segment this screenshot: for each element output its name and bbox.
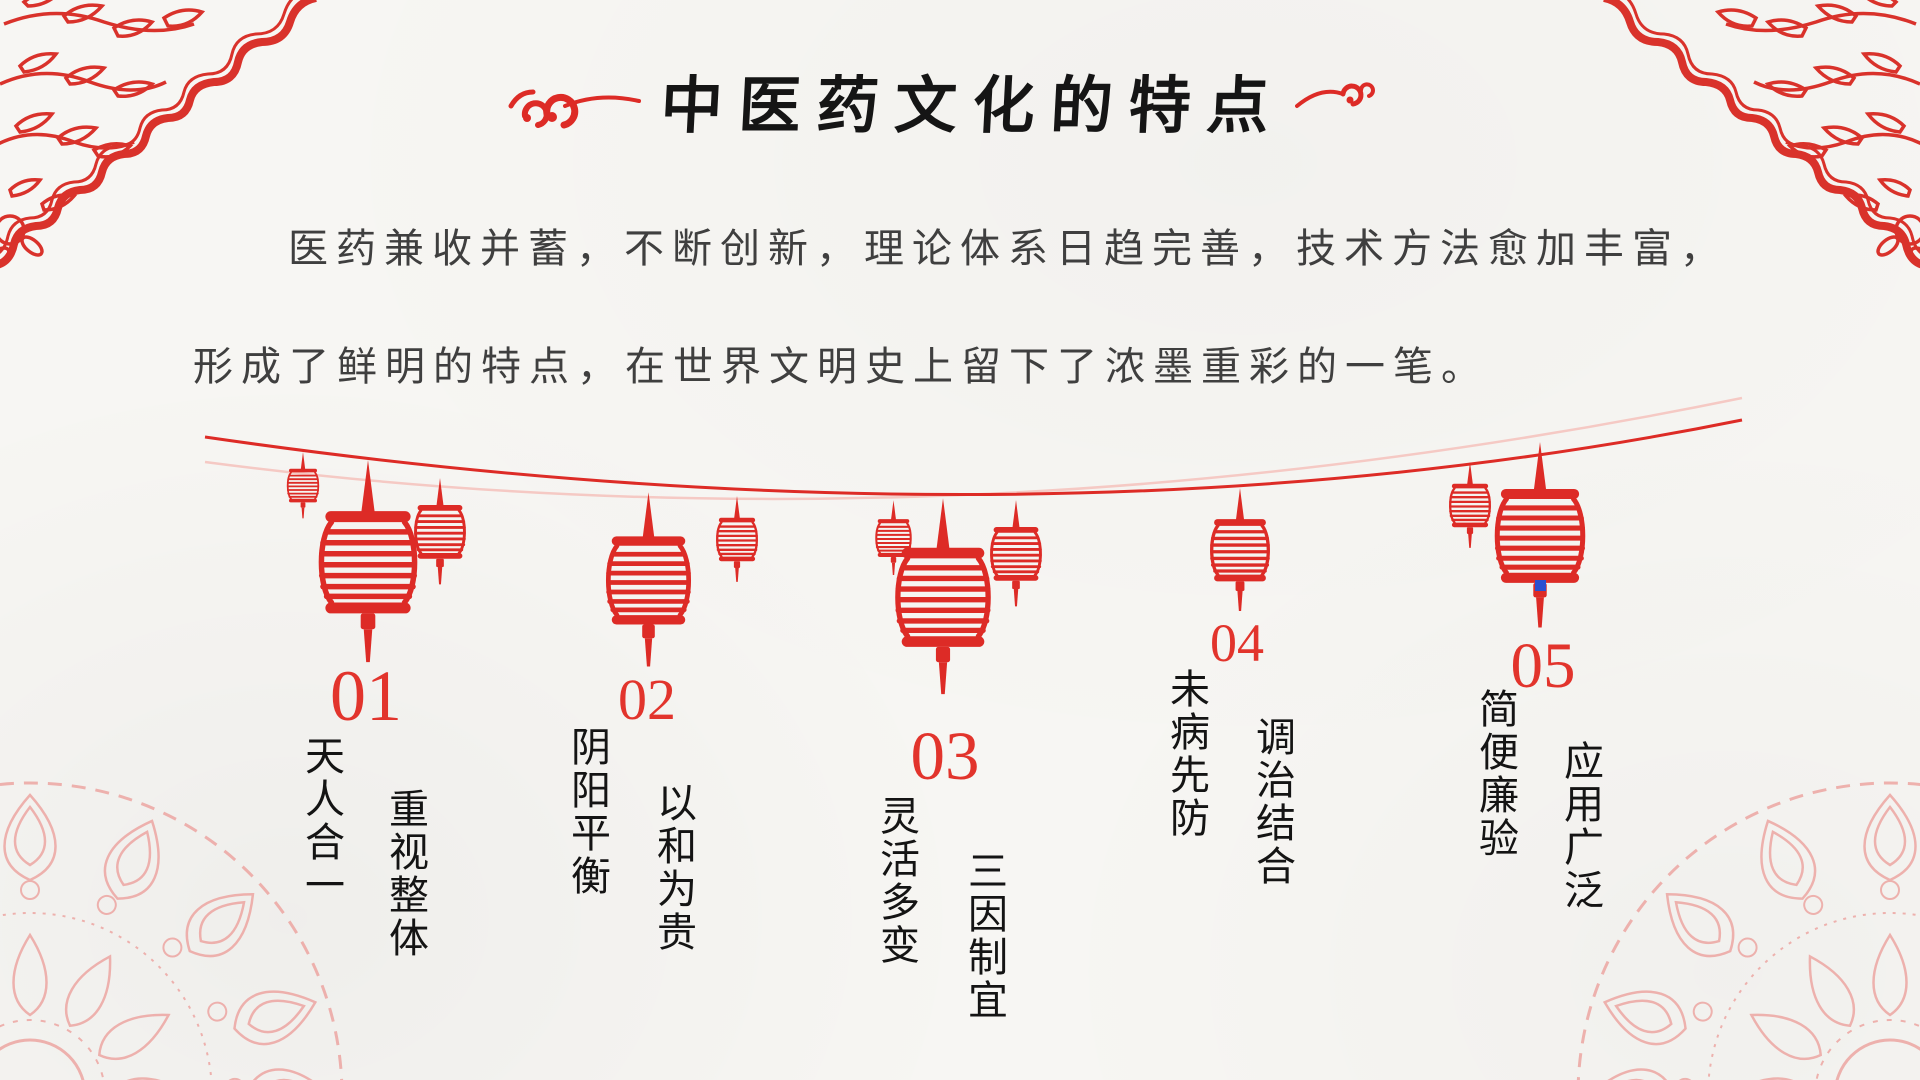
lantern-icon (321, 460, 414, 662)
body-text-line-1: 医药兼收并蓄，不断创新，理论体系日趋完善，技术方法愈加丰富， (288, 226, 1728, 271)
cloud-swirl-icon (508, 89, 641, 129)
item-phrase: 简便廉验 (1473, 688, 1518, 860)
lantern-icon (608, 492, 688, 666)
lantern-icon (990, 500, 1042, 608)
lantern-icon (286, 452, 320, 520)
string-line-red (204, 418, 1743, 497)
item-phrase: 三因制宜 (962, 850, 1007, 1022)
item-phrase: 未病先防 (1164, 668, 1209, 840)
cloud-swirl-icon (1295, 82, 1375, 108)
page-title: 中医药文化的特点 (658, 73, 1287, 141)
body-text-line-2: 形成了鲜明的特点，在世界文明史上留下了浓墨重彩的一笔。 (193, 344, 1489, 389)
item-number: 05 (1510, 630, 1576, 702)
item-phrase: 阴阳平衡 (565, 726, 610, 898)
mandala-icon (1576, 781, 1920, 1080)
lantern-icon (1210, 488, 1270, 613)
lantern-icon (898, 498, 988, 694)
item-number: 04 (1210, 613, 1264, 673)
item-phrase: 调治结合 (1250, 716, 1295, 888)
item-phrase: 天人合一 (299, 735, 344, 907)
item-phrase: 重视整体 (383, 788, 428, 960)
item-phrase: 灵活多变 (874, 795, 919, 967)
string-line-pink (204, 396, 1743, 501)
item-number: 02 (618, 667, 676, 732)
lantern-icon (875, 500, 912, 576)
lantern-icon (716, 496, 758, 584)
blue-square-detail (1535, 580, 1546, 591)
item-phrase: 应用广泛 (1558, 740, 1603, 912)
item-phrase: 以和为贵 (651, 782, 696, 954)
title-row: 中医药文化的特点 (0, 50, 1902, 150)
item-number: 01 (330, 656, 402, 736)
lantern-icon (1497, 442, 1583, 628)
item-number: 03 (910, 718, 980, 794)
lantern-icon (1449, 462, 1491, 550)
lantern-icon (414, 478, 466, 586)
